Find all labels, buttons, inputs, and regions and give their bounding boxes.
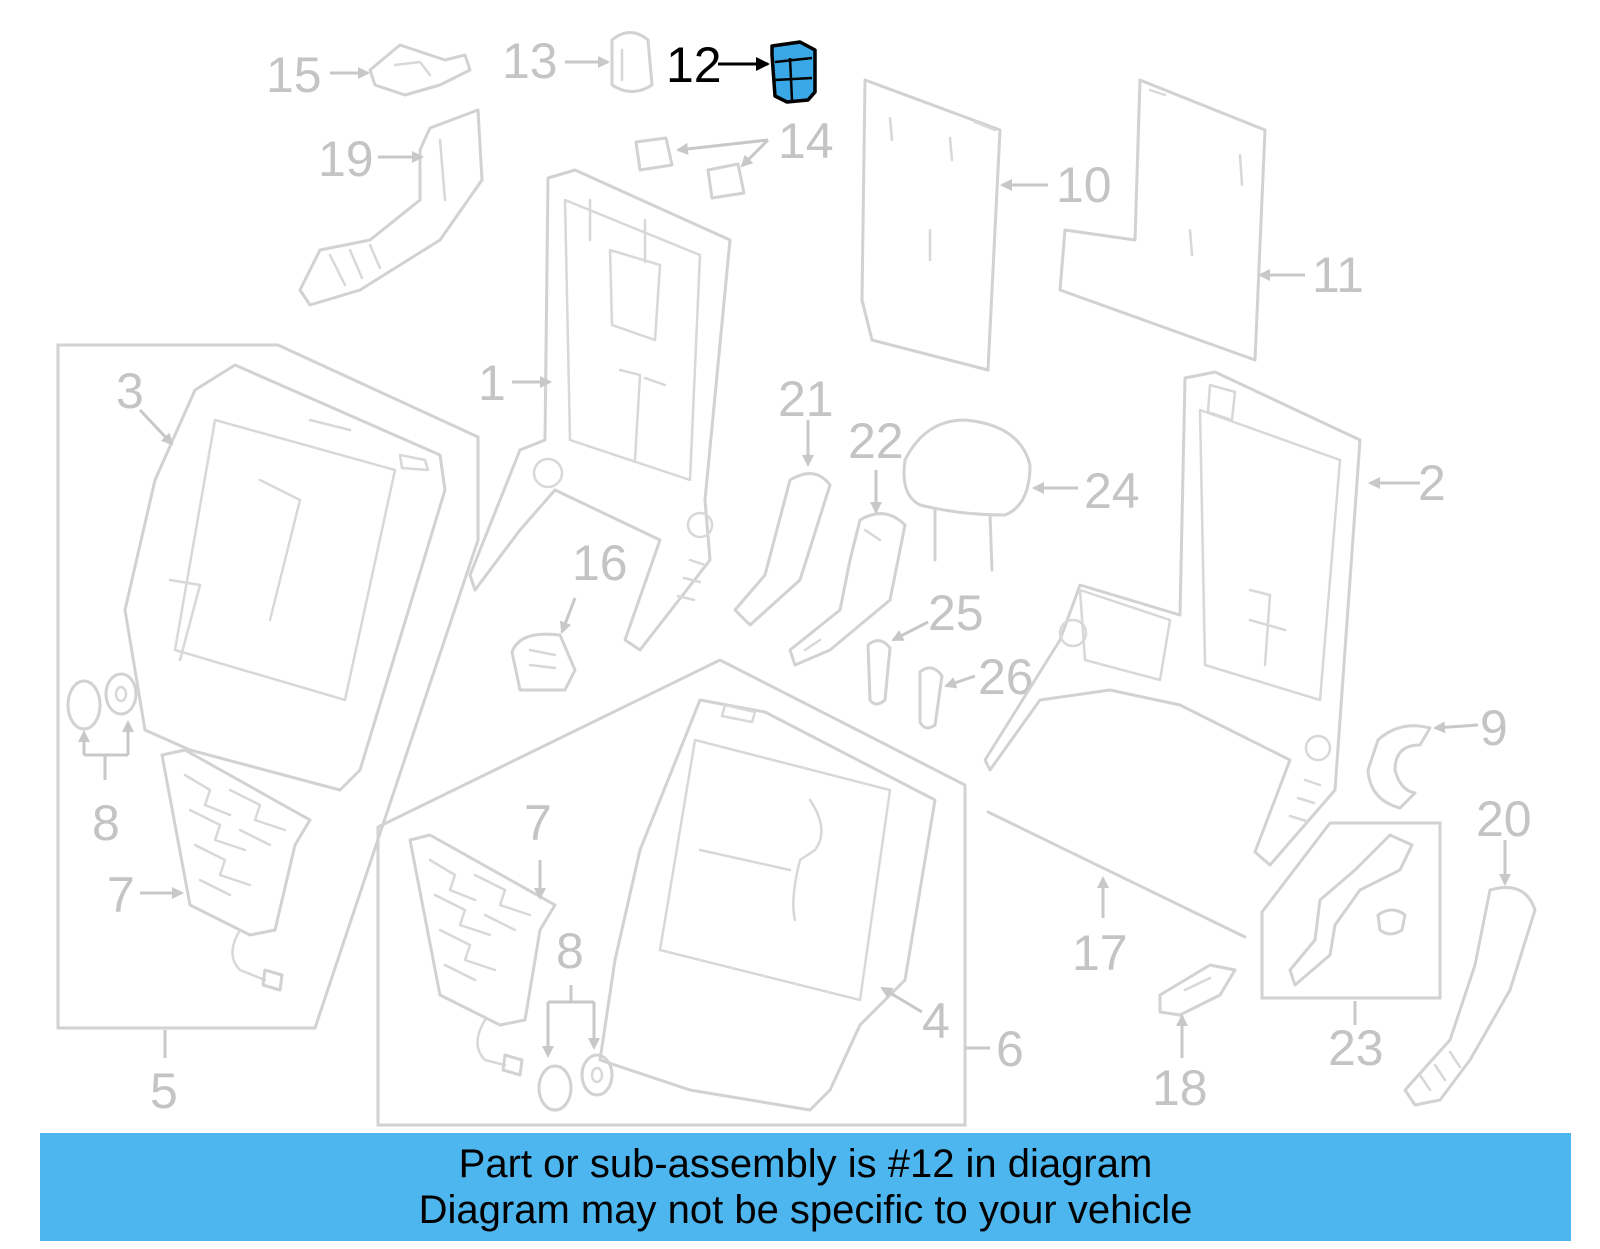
callout-15: 15 [266,47,322,103]
part-10-back-panel: 10 [860,78,1112,372]
callout-5: 5 [150,1063,178,1119]
callout-22: 22 [848,413,904,469]
banner-line-1: Part or sub-assembly is #12 in diagram [458,1142,1153,1186]
part-23-group: 23 [1260,821,1442,1076]
callout-25: 25 [928,585,984,641]
part-25-clip: 25 [866,585,984,706]
part-9-bracket: 9 [1366,700,1508,810]
part-24-headrest: 24 [902,418,1140,572]
callout-17: 17 [1072,925,1128,981]
callout-11: 11 [1312,247,1364,303]
part-20-side-trim: 20 [1403,791,1537,1107]
callout-23: 23 [1328,1020,1384,1076]
info-banner: Part or sub-assembly is #12 in diagram D… [40,1133,1571,1241]
callout-8a: 8 [92,795,120,851]
part-4-seatback-cover: 4 [598,698,950,1112]
part-1-seatback-frame: 1 [468,168,732,652]
callout-24: 24 [1084,463,1140,519]
callout-21: 21 [778,371,834,427]
part-16-latch: 16 [510,535,628,692]
part-18-handle: 18 [1152,963,1237,1116]
part-17-rod: 17 [986,810,1247,981]
callout-19: 19 [318,131,374,187]
callout-12: 12 [666,37,722,93]
part-8-discs-left: 8 [66,672,138,851]
part-22-trim: 22 [788,413,907,667]
part-3-seatback-cover: 3 [116,363,447,792]
callout-6: 6 [996,1021,1024,1077]
part-26-clip: 26 [918,649,1034,730]
callout-7a: 7 [107,867,135,923]
part-7-heating-pad-left: 7 [107,748,312,992]
part-19-side-cover: 19 [298,108,484,307]
callout-8b: 8 [556,923,584,979]
part-11-back-panel: 11 [1058,78,1364,362]
part-12-highlighted: 12 [666,37,817,104]
callout-20: 20 [1476,791,1532,847]
part-13-cap: 13 [502,31,654,93]
callout-3: 3 [116,363,144,419]
part-2-seatback-frame: 2 [983,370,1446,867]
banner-line-2: Diagram may not be specific to your vehi… [418,1188,1193,1232]
callout-1: 1 [478,355,506,411]
callout-16: 16 [572,535,628,591]
callout-4: 4 [922,993,950,1049]
part-15-bracket: 15 [266,43,472,103]
part-14-clips: 14 [634,113,834,200]
callout-10: 10 [1056,157,1112,213]
callout-9: 9 [1480,700,1508,756]
callout-14: 14 [778,113,834,169]
callout-18: 18 [1152,1060,1208,1116]
group-6: 6 [376,658,1024,1127]
callout-2: 2 [1418,455,1446,511]
part-8-discs-right: 8 [537,923,614,1112]
callout-13: 13 [502,33,558,89]
group-5: 5 [56,343,480,1119]
part-7-heating-pad-right: 7 [408,795,557,1077]
callout-7b: 7 [524,795,552,851]
part-21-trim: 21 [733,371,834,627]
